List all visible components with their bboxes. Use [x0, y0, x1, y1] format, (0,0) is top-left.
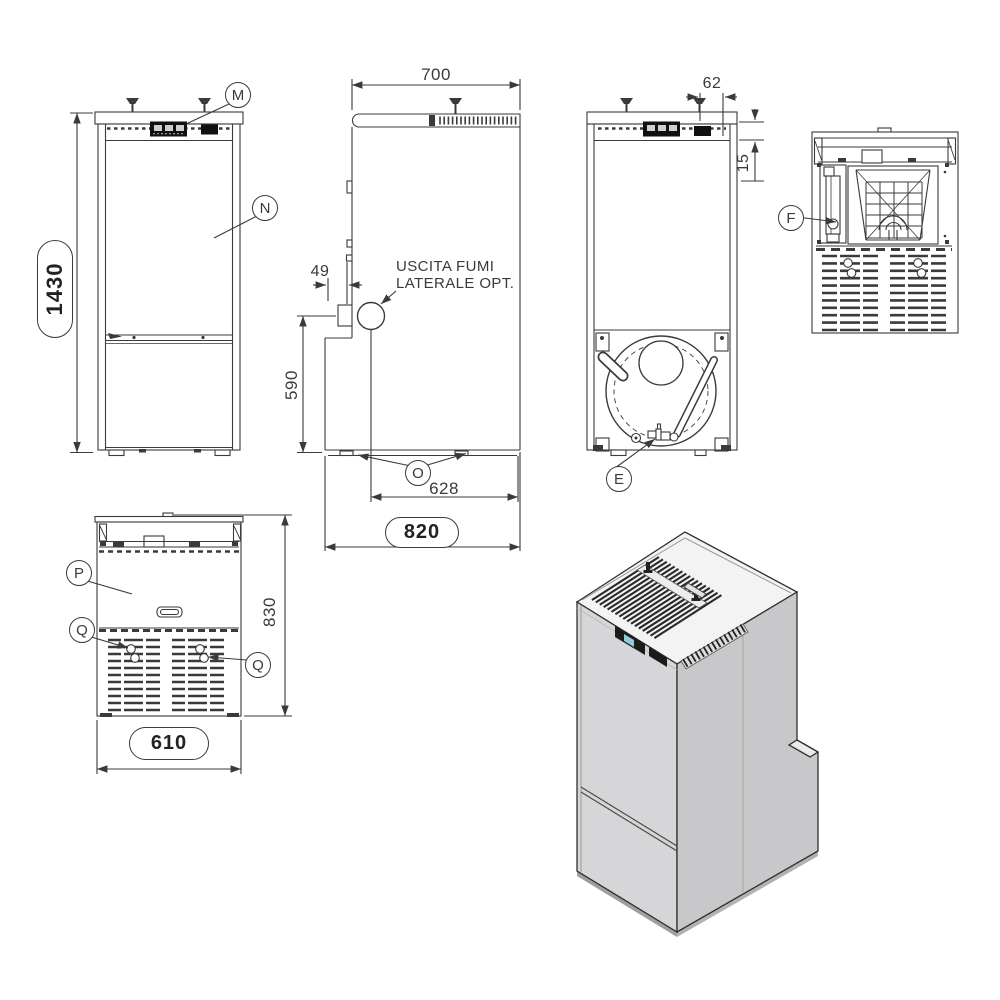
top-view-linework [811, 127, 959, 334]
rear-view-dimensions [83, 514, 292, 774]
open-view-dimensions [614, 93, 764, 469]
callout-q-right: Q [245, 652, 271, 678]
callout-p-label: P [73, 564, 84, 582]
callout-f-label: F [786, 209, 796, 227]
rear-view-linework [94, 512, 244, 717]
side-outlet-annotation: USCITA FUMI LATERALE OPT. [396, 258, 526, 293]
callout-o: O [405, 460, 431, 486]
callout-n-label: N [259, 199, 271, 217]
dim-open-top-inset: 15 [735, 153, 752, 173]
dim-rear-width: 610 [150, 732, 188, 754]
callout-n: N [252, 195, 278, 221]
callout-q-left-label: Q [76, 621, 88, 639]
dim-rear-width-pill: 610 [129, 727, 209, 760]
dim-front-height: 1430 [42, 262, 67, 316]
iso-view [575, 531, 820, 937]
side-view-linework [324, 98, 521, 502]
front-view-linework [94, 98, 244, 457]
callout-q-right-label: Q [252, 656, 264, 674]
callout-p: P [66, 560, 92, 586]
callout-m: M [225, 82, 251, 108]
callout-m-label: M [231, 86, 245, 104]
open-view-linework [586, 98, 738, 457]
dim-side-total-depth-pill: 820 [385, 517, 459, 548]
callout-e: E [606, 466, 632, 492]
front-view-dimensions [70, 103, 258, 454]
dim-open-top-offset: 62 [702, 75, 722, 92]
callout-e-label: E [613, 470, 624, 488]
dim-side-outlet-to-front: 628 [429, 479, 459, 498]
callout-q-left: Q [69, 617, 95, 643]
callout-f: F [778, 205, 804, 231]
dim-side-top-depth: 700 [421, 65, 451, 84]
dim-rear-height: 830 [260, 597, 279, 627]
dim-side-outlet-offset: 49 [310, 263, 330, 280]
iso-grille-screws [643, 562, 701, 601]
side-outlet-annotation-line2: LATERALE OPT. [396, 274, 515, 292]
dim-front-height-pill: 1430 [37, 240, 73, 338]
side-outlet-annotation-line1: USCITA FUMI [396, 258, 495, 275]
dim-side-total-depth: 820 [403, 521, 441, 543]
callout-o-label: O [412, 464, 424, 482]
dim-side-outlet-height: 590 [282, 370, 301, 400]
